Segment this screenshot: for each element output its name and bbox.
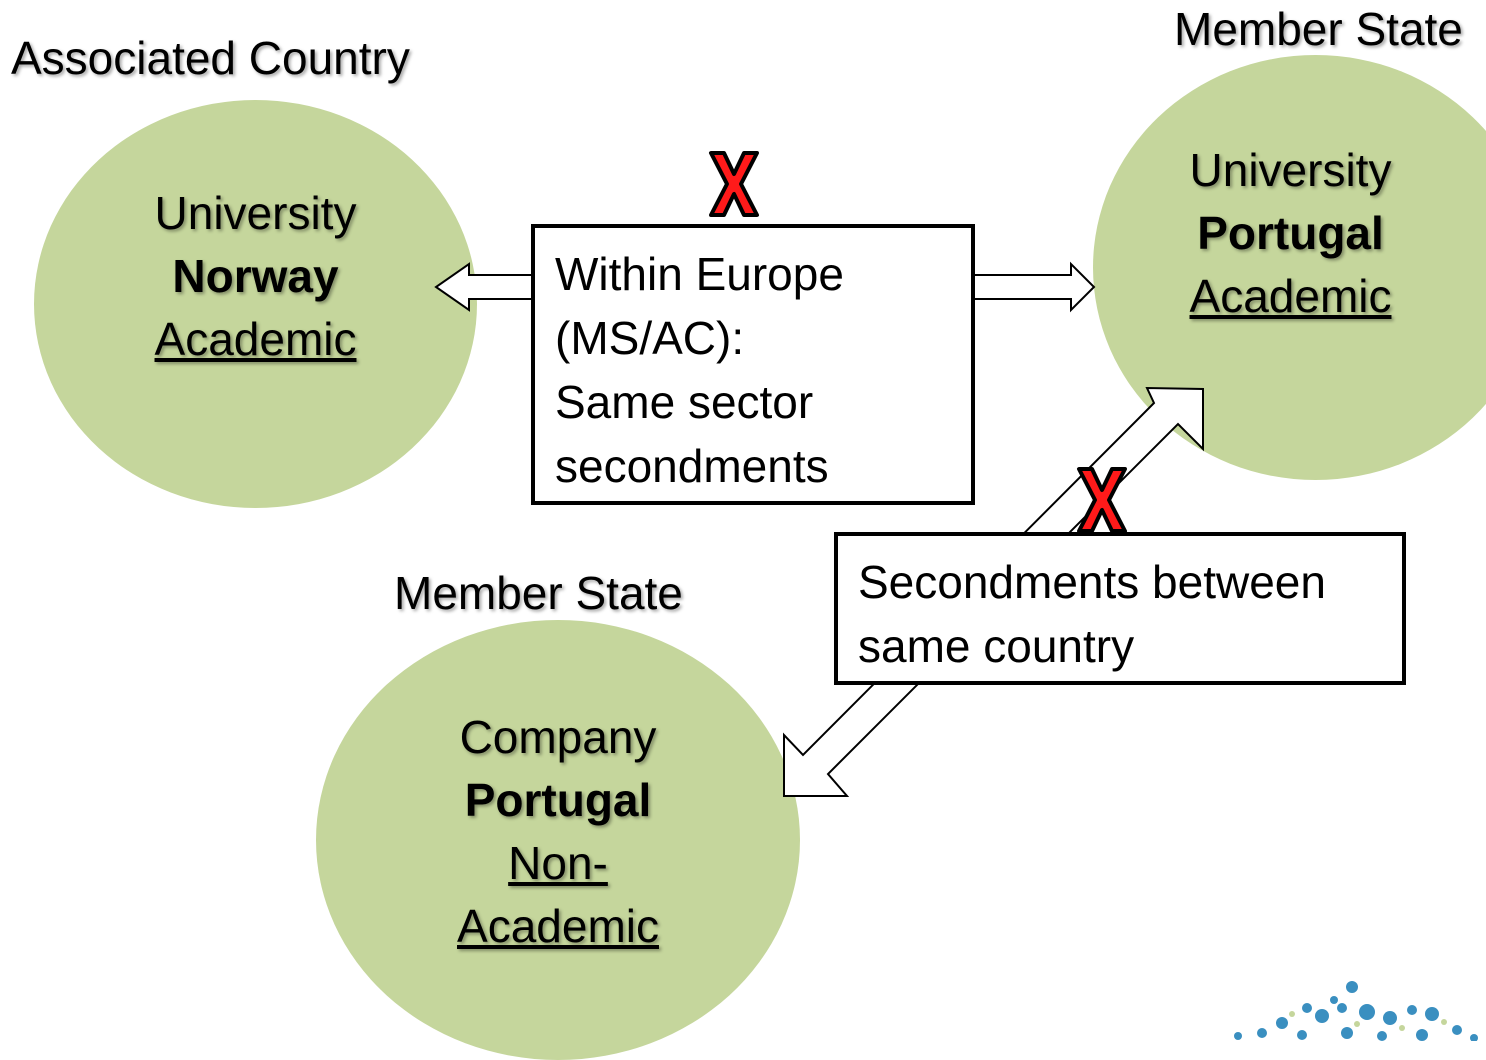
node-country-label: Portugal [1197,207,1384,259]
node-type-label: University [1189,144,1392,196]
network-logo [1234,981,1478,1041]
rule-box-same-sector: Within Europe (MS/AC): Same sector secon… [531,224,975,505]
arrow-to-portugal-university [972,261,1096,313]
node-type-label: University [154,187,357,239]
region-label-member-state: Member State [1174,3,1463,55]
cross-icon [1077,467,1127,533]
region-label-associated-country: Associated Country [11,32,410,84]
cross-icon [709,151,759,217]
rule-text-line: Same sector [555,376,814,428]
node-sector-label-cont: Academic [457,900,659,952]
node-type-label: Company [459,711,657,763]
node-sector-label: Non- [508,837,608,889]
node-university-norway: University Norway Academic [34,100,477,508]
node-sector-label: Academic [1189,270,1392,322]
rule-text-line: (MS/AC): [555,312,745,364]
arrow-to-norway [434,262,534,312]
node-company-portugal: Company Portugal Non- Academic [316,620,800,1060]
rule-text-line: same country [858,620,1135,672]
region-label-member-state: Member State [394,567,683,619]
node-sector-label: Academic [154,313,357,365]
node-country-label: Portugal [464,774,652,826]
rule-text-line: Within Europe [555,248,844,300]
rule-text-line: Secondments between [858,556,1326,608]
node-country-label: Norway [172,250,339,302]
rule-box-same-country: Secondments between same country [834,532,1406,685]
rule-text-line: secondments [555,440,829,492]
